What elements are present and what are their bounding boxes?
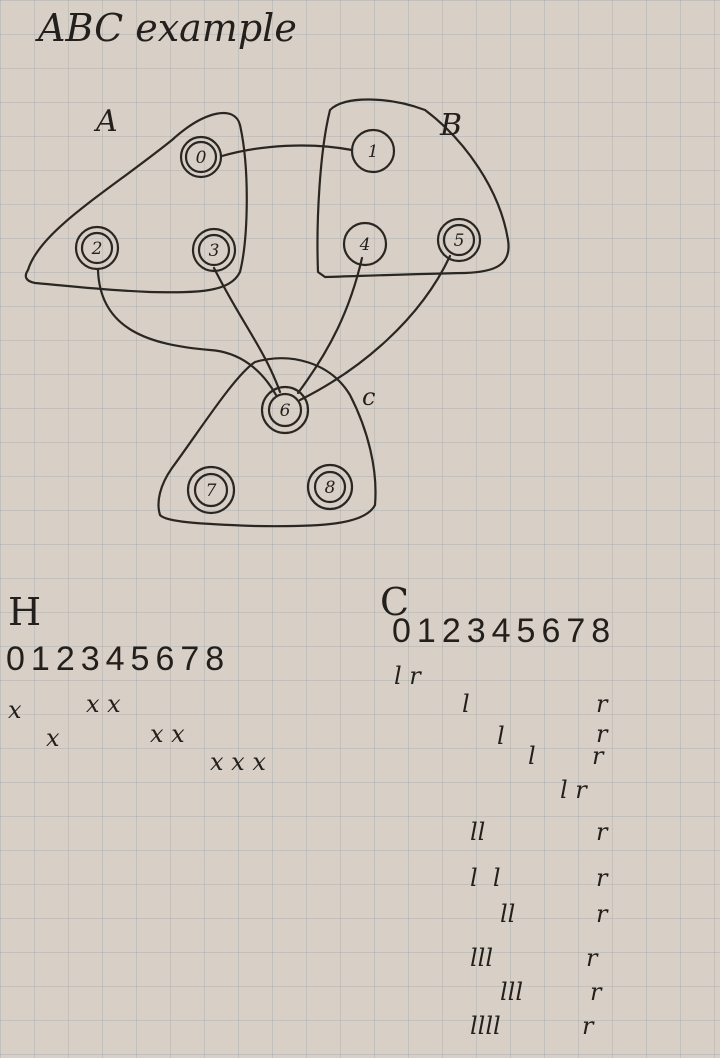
h-row-mark: x x x bbox=[210, 748, 266, 776]
h-table-label: H bbox=[8, 590, 42, 634]
edge-3-6 bbox=[212, 266, 282, 394]
edge-0-1 bbox=[220, 144, 354, 158]
edge-4-6 bbox=[296, 256, 364, 395]
node-5: 5 bbox=[436, 217, 482, 263]
c-row-mark: r bbox=[596, 690, 608, 718]
node-3: 3 bbox=[191, 227, 237, 273]
c-row-mark: l l bbox=[470, 864, 501, 892]
c-row-mark: r bbox=[590, 978, 602, 1006]
h-row-mark: x bbox=[46, 724, 60, 752]
node-7: 7 bbox=[186, 465, 236, 515]
c-row-mark: r bbox=[596, 864, 608, 892]
node-8: 8 bbox=[306, 463, 354, 511]
c-table-label: C bbox=[380, 580, 410, 624]
c-row-mark: l bbox=[497, 722, 505, 750]
c-row-mark: lll bbox=[500, 978, 524, 1006]
node-6: 6 bbox=[260, 385, 310, 435]
node-8-label: 8 bbox=[325, 478, 336, 498]
node-4: 4 bbox=[342, 221, 388, 267]
h-row-mark: x x bbox=[86, 690, 121, 718]
c-row-mark: ll bbox=[500, 900, 516, 928]
node-6-label: 6 bbox=[280, 401, 291, 421]
c-row-mark: lll bbox=[470, 944, 494, 972]
node-1-label: 1 bbox=[368, 142, 379, 162]
c-row-mark: r bbox=[592, 742, 604, 770]
h-row-mark: x bbox=[8, 696, 22, 724]
set-a-label: A bbox=[96, 104, 118, 139]
set-b-label: B bbox=[440, 108, 463, 143]
c-row-mark: r bbox=[596, 720, 608, 748]
node-2: 2 bbox=[74, 225, 120, 271]
node-5-label: 5 bbox=[454, 231, 465, 251]
node-2-label: 2 bbox=[91, 239, 103, 259]
set-c-outline bbox=[157, 357, 377, 528]
c-row-mark: r bbox=[596, 818, 608, 846]
node-0-label: 0 bbox=[196, 148, 207, 168]
node-0: 0 bbox=[179, 135, 223, 179]
edge-5-6 bbox=[298, 254, 452, 402]
node-3-label: 3 bbox=[209, 241, 220, 261]
node-4-label: 4 bbox=[359, 235, 371, 255]
c-row-mark: ll bbox=[470, 818, 486, 846]
c-row-mark: r bbox=[582, 1012, 594, 1040]
edge-2-6 bbox=[96, 268, 278, 397]
c-row-mark: r bbox=[596, 900, 608, 928]
h-row-mark: x x bbox=[150, 720, 185, 748]
node-7-label: 7 bbox=[206, 481, 217, 501]
set-a-outline bbox=[24, 111, 248, 294]
c-row-mark: l r bbox=[394, 662, 421, 690]
diagram-title: ABC example bbox=[38, 6, 297, 50]
c-row-mark: l r bbox=[560, 776, 587, 804]
c-table-header: 012345678 bbox=[392, 612, 617, 650]
c-row-mark: r bbox=[586, 944, 598, 972]
c-row-mark: l bbox=[528, 742, 536, 770]
h-table-header: 012345678 bbox=[6, 640, 231, 678]
set-c-label: c bbox=[362, 383, 376, 411]
node-1: 1 bbox=[350, 128, 396, 174]
set-b-outline bbox=[316, 98, 510, 279]
c-row-mark: l bbox=[462, 690, 470, 718]
c-row-mark: llll bbox=[470, 1012, 501, 1040]
